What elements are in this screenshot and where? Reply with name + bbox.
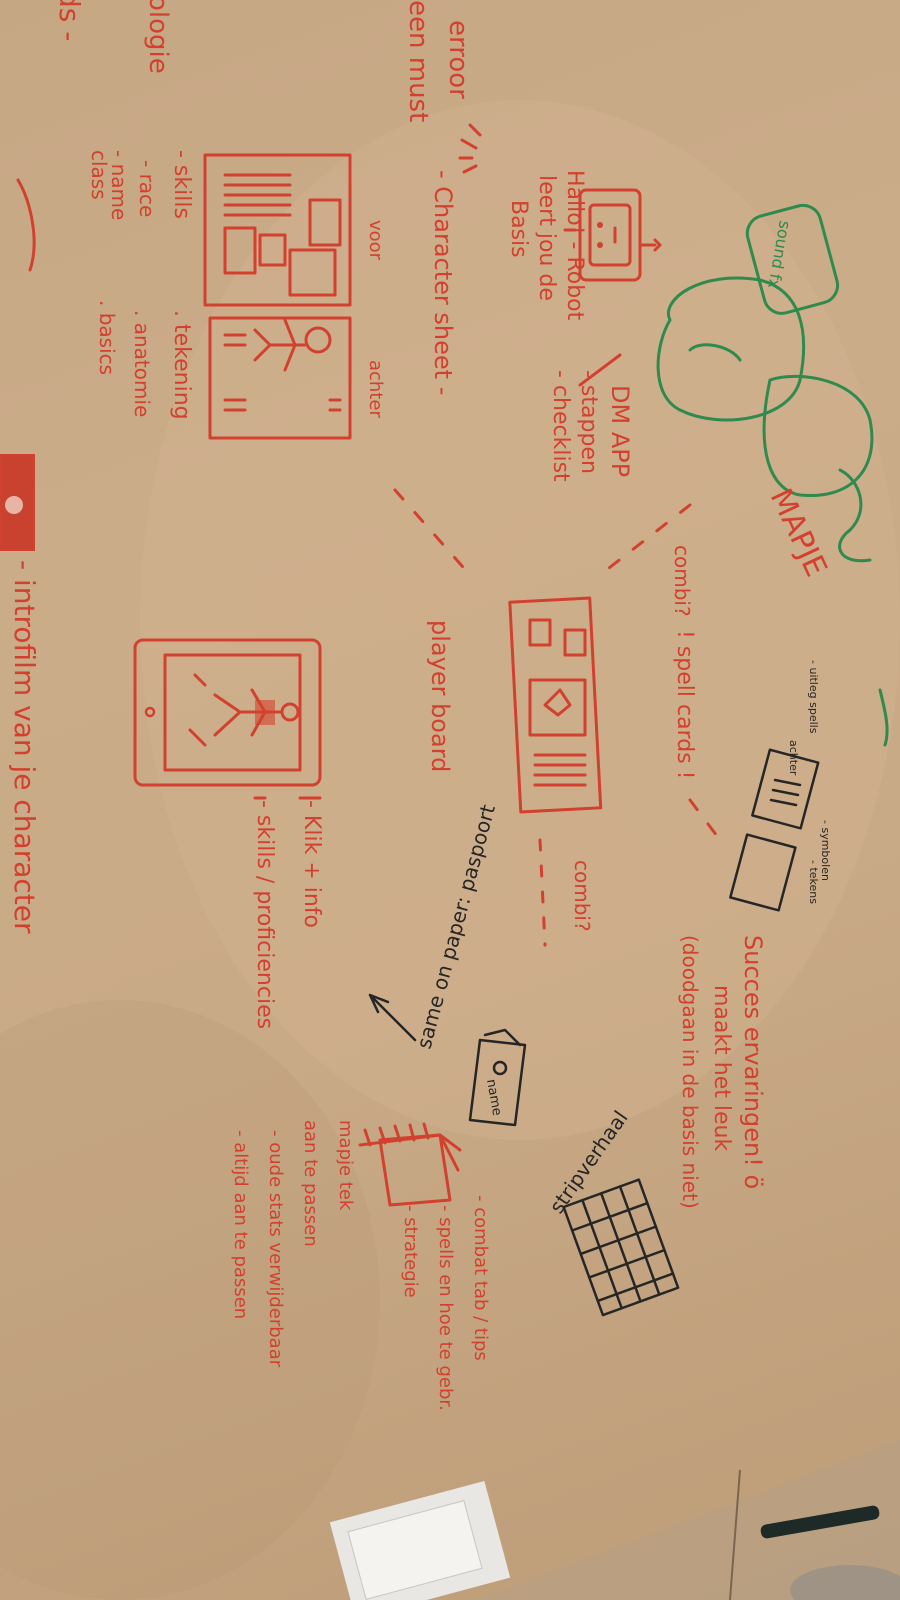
succes-title: Succes ervaringen! ö <box>739 935 767 1189</box>
mapje-note: mapje tek <box>335 1120 356 1211</box>
spell-card-note: - symbolen <box>819 820 832 881</box>
sheet-back <box>208 316 352 440</box>
comic-grid <box>562 1178 680 1317</box>
sheet-label-back: achter <box>365 360 386 418</box>
combat-note: - strategie <box>400 1205 421 1298</box>
sound-note-box <box>745 203 840 315</box>
tablet-info: - Klik + info <box>299 800 324 928</box>
green-blob <box>656 276 806 422</box>
spell-card <box>751 748 820 830</box>
marker-pen <box>760 1505 880 1539</box>
combat-note: - combat tab / tips <box>470 1195 491 1361</box>
race-note: - race <box>135 160 159 217</box>
character-sheet-title: - Character sheet - <box>429 170 457 395</box>
dm-app-step: - stappen <box>576 370 601 474</box>
intro-film: - introfilm van je character <box>0 454 41 934</box>
robot-text: Hallo! - Robot <box>562 170 587 321</box>
left-edge-notes: ds - ologie erroor een must - skills - r… <box>16 0 482 420</box>
sparkle-lines <box>458 123 482 174</box>
dm-app-step: - checklist <box>548 370 573 482</box>
passport <box>468 1038 527 1127</box>
edge-note: een must <box>403 0 433 122</box>
robot-head <box>578 188 642 282</box>
class-note: class <box>87 150 111 200</box>
mapje-note: - altijd aan te passen <box>230 1130 251 1319</box>
character-sheet-drawing: - Character sheet - voor achter <box>203 153 457 440</box>
tablet-drawing: - Klik + info - skills / proficiencies <box>133 638 324 1029</box>
spell-cards-label: ! spell cards ! <box>672 630 697 779</box>
robot-text: leert jou de <box>534 175 559 301</box>
folder-drawing: mapje tek aan te passen - oude stats ver… <box>230 1120 462 1368</box>
spell-card-note: - tekens <box>807 860 820 904</box>
passport-name: name <box>483 1078 504 1117</box>
basics-note: . basics <box>95 300 119 375</box>
spell-card-note: achter <box>787 740 800 776</box>
arrow <box>368 993 417 1042</box>
mapje-note: - oude stats verwijderbaar <box>265 1130 286 1368</box>
edge-note: ds - <box>53 0 86 41</box>
sheet-front <box>203 153 352 307</box>
robot-text: Basis <box>506 200 531 258</box>
combi-label: combi? <box>670 545 694 617</box>
folder <box>378 1133 452 1207</box>
connection-lines <box>393 488 722 947</box>
spell-card-sketches: achter - uitleg spells - symbolen - teke… <box>729 660 832 912</box>
mapje-note: aan te passen <box>300 1120 321 1247</box>
desk-edge <box>329 1440 900 1600</box>
player-board-label: player board <box>426 620 454 772</box>
edge-note: erroor <box>443 20 473 99</box>
succes-line: (doodgaan in de basis niet) <box>678 935 702 1209</box>
edge-note: ologie <box>143 0 173 74</box>
spell-card-note: - uitleg spells <box>807 660 820 734</box>
edge-curve <box>16 178 36 272</box>
stripverhaal-drawing: stripverhaal <box>544 1106 680 1317</box>
combi-label-2: combi? <box>570 860 594 932</box>
anatomie-note: . anatomie <box>130 310 154 417</box>
robot-drawing: Hallo! - Robot leert jou de Basis <box>506 170 662 321</box>
player-board-drawing: player board <box>426 596 603 814</box>
succes-notes: Succes ervaringen! ö maakt het leuk (doo… <box>678 935 767 1209</box>
combat-note: - spells en hoe te gebr. <box>435 1205 456 1411</box>
skills-note: - skills <box>169 150 194 219</box>
dm-app-notes: DM APP - stappen - checklist <box>548 353 634 482</box>
intro-film-label: - introfilm van je character <box>8 560 41 934</box>
combat-notes: - combat tab / tips - spells en hoe te g… <box>400 1195 491 1411</box>
dm-app-title: DM APP <box>606 385 634 477</box>
tablet-skills: - skills / proficiencies <box>252 800 277 1029</box>
tablet <box>133 638 322 787</box>
name-note: - name <box>107 150 131 220</box>
tekening-note: . tekening <box>169 310 194 420</box>
spell-card <box>729 833 797 912</box>
succes-line: maakt het leuk <box>709 985 734 1151</box>
sheet-label-front: voor <box>365 220 386 261</box>
player-board <box>508 596 603 814</box>
